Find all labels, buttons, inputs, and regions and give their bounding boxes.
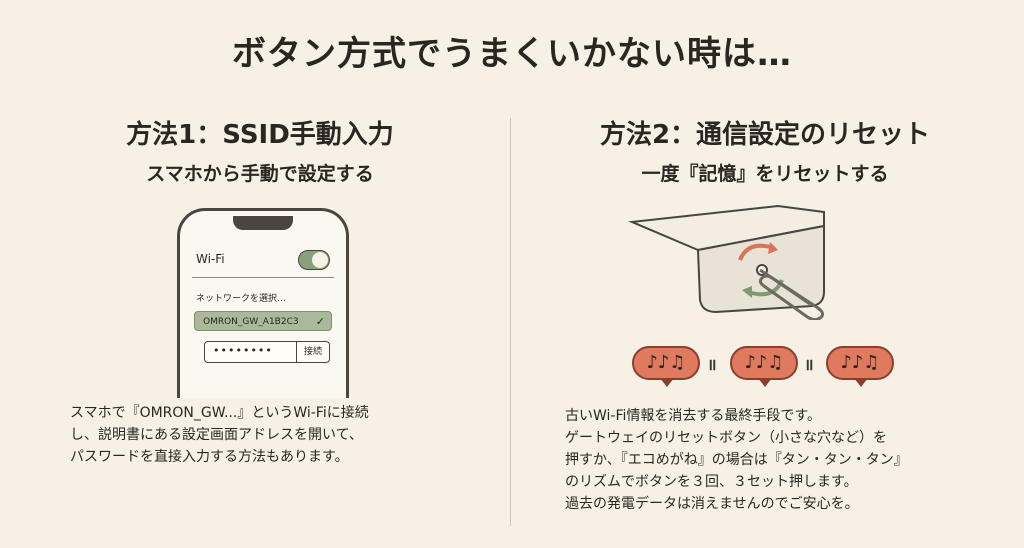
method2-line: 押すか、『エコめがね』の場合は『タン・タン・タン』 [565,452,908,468]
method1-description: スマホで『OMRON_GW...』というWi-Fiに接続 し、説明書にある設定画… [70,402,369,468]
rhythm-bubble-2: ♪♪♫ [730,346,798,387]
method1-line: し、説明書にある設定画面アドレスを開いて、 [70,427,363,443]
toggle-knob [312,252,328,268]
method1-section: 方法1：SSID手動入力 スマホから手動で設定する [30,114,490,186]
connect-button: 接続 [296,342,329,362]
method1-subheading: スマホから手動で設定する [146,163,374,185]
rhythm-separator: ॥ [707,355,717,374]
method2-heading: 方法2：通信設定のリセット [599,120,931,150]
method1-line: スマホで『OMRON_GW...』というWi-Fiに接続 [70,405,369,421]
method2-line: ゲートウェイのリセットボタン（小さな穴など）を [565,430,887,446]
check-icon: ✓ [315,315,325,328]
phone-illustration: Wi-Fi ネットワークを選択… OMRON_GW_A1B2C3 ✓ •••••… [177,208,349,398]
method1-line: パスワードを直接入力する方法もあります。 [70,449,349,465]
method2-description: 古いWi-Fi情報を消去する最終手段です。 ゲートウェイのリセットボタン（小さな… [565,405,908,515]
network-select-label: ネットワークを選択… [196,294,287,304]
method2-line: 過去の発電データは消えませんのでご安心を。 [565,496,859,512]
gateway-device-illustration [628,204,825,320]
method2-line: のリズムでボタンを３回、３セット押します。 [565,474,858,490]
password-field: •••••••• 接続 [204,341,330,363]
wifi-label: Wi-Fi [196,252,225,266]
rhythm-separator: ॥ [804,355,814,374]
method2-section: 方法2：通信設定のリセット 一度『記憶』をリセットする [530,114,1000,186]
paperclip-icon [758,268,825,320]
method2-subheading: 一度『記憶』をリセットする [641,163,889,185]
wifi-setting-row: Wi-Fi [192,247,334,278]
method1-heading: 方法1：SSID手動入力 [126,120,394,150]
rhythm-bubble-3: ♪♪♫ [826,346,894,387]
rhythm-bubble-1: ♪♪♫ [632,346,700,387]
method2-line: 古いWi-Fi情報を消去する最終手段です。 [565,408,821,424]
password-dots: •••••••• [213,344,273,357]
phone-notch [233,216,293,230]
wifi-toggle [298,250,330,270]
page-title: ボタン方式でうまくいかない時は… [232,34,792,74]
network-item: OMRON_GW_A1B2C3 ✓ [194,311,332,331]
device-top [628,204,825,252]
column-divider [510,118,511,526]
network-name: OMRON_GW_A1B2C3 [203,317,299,327]
